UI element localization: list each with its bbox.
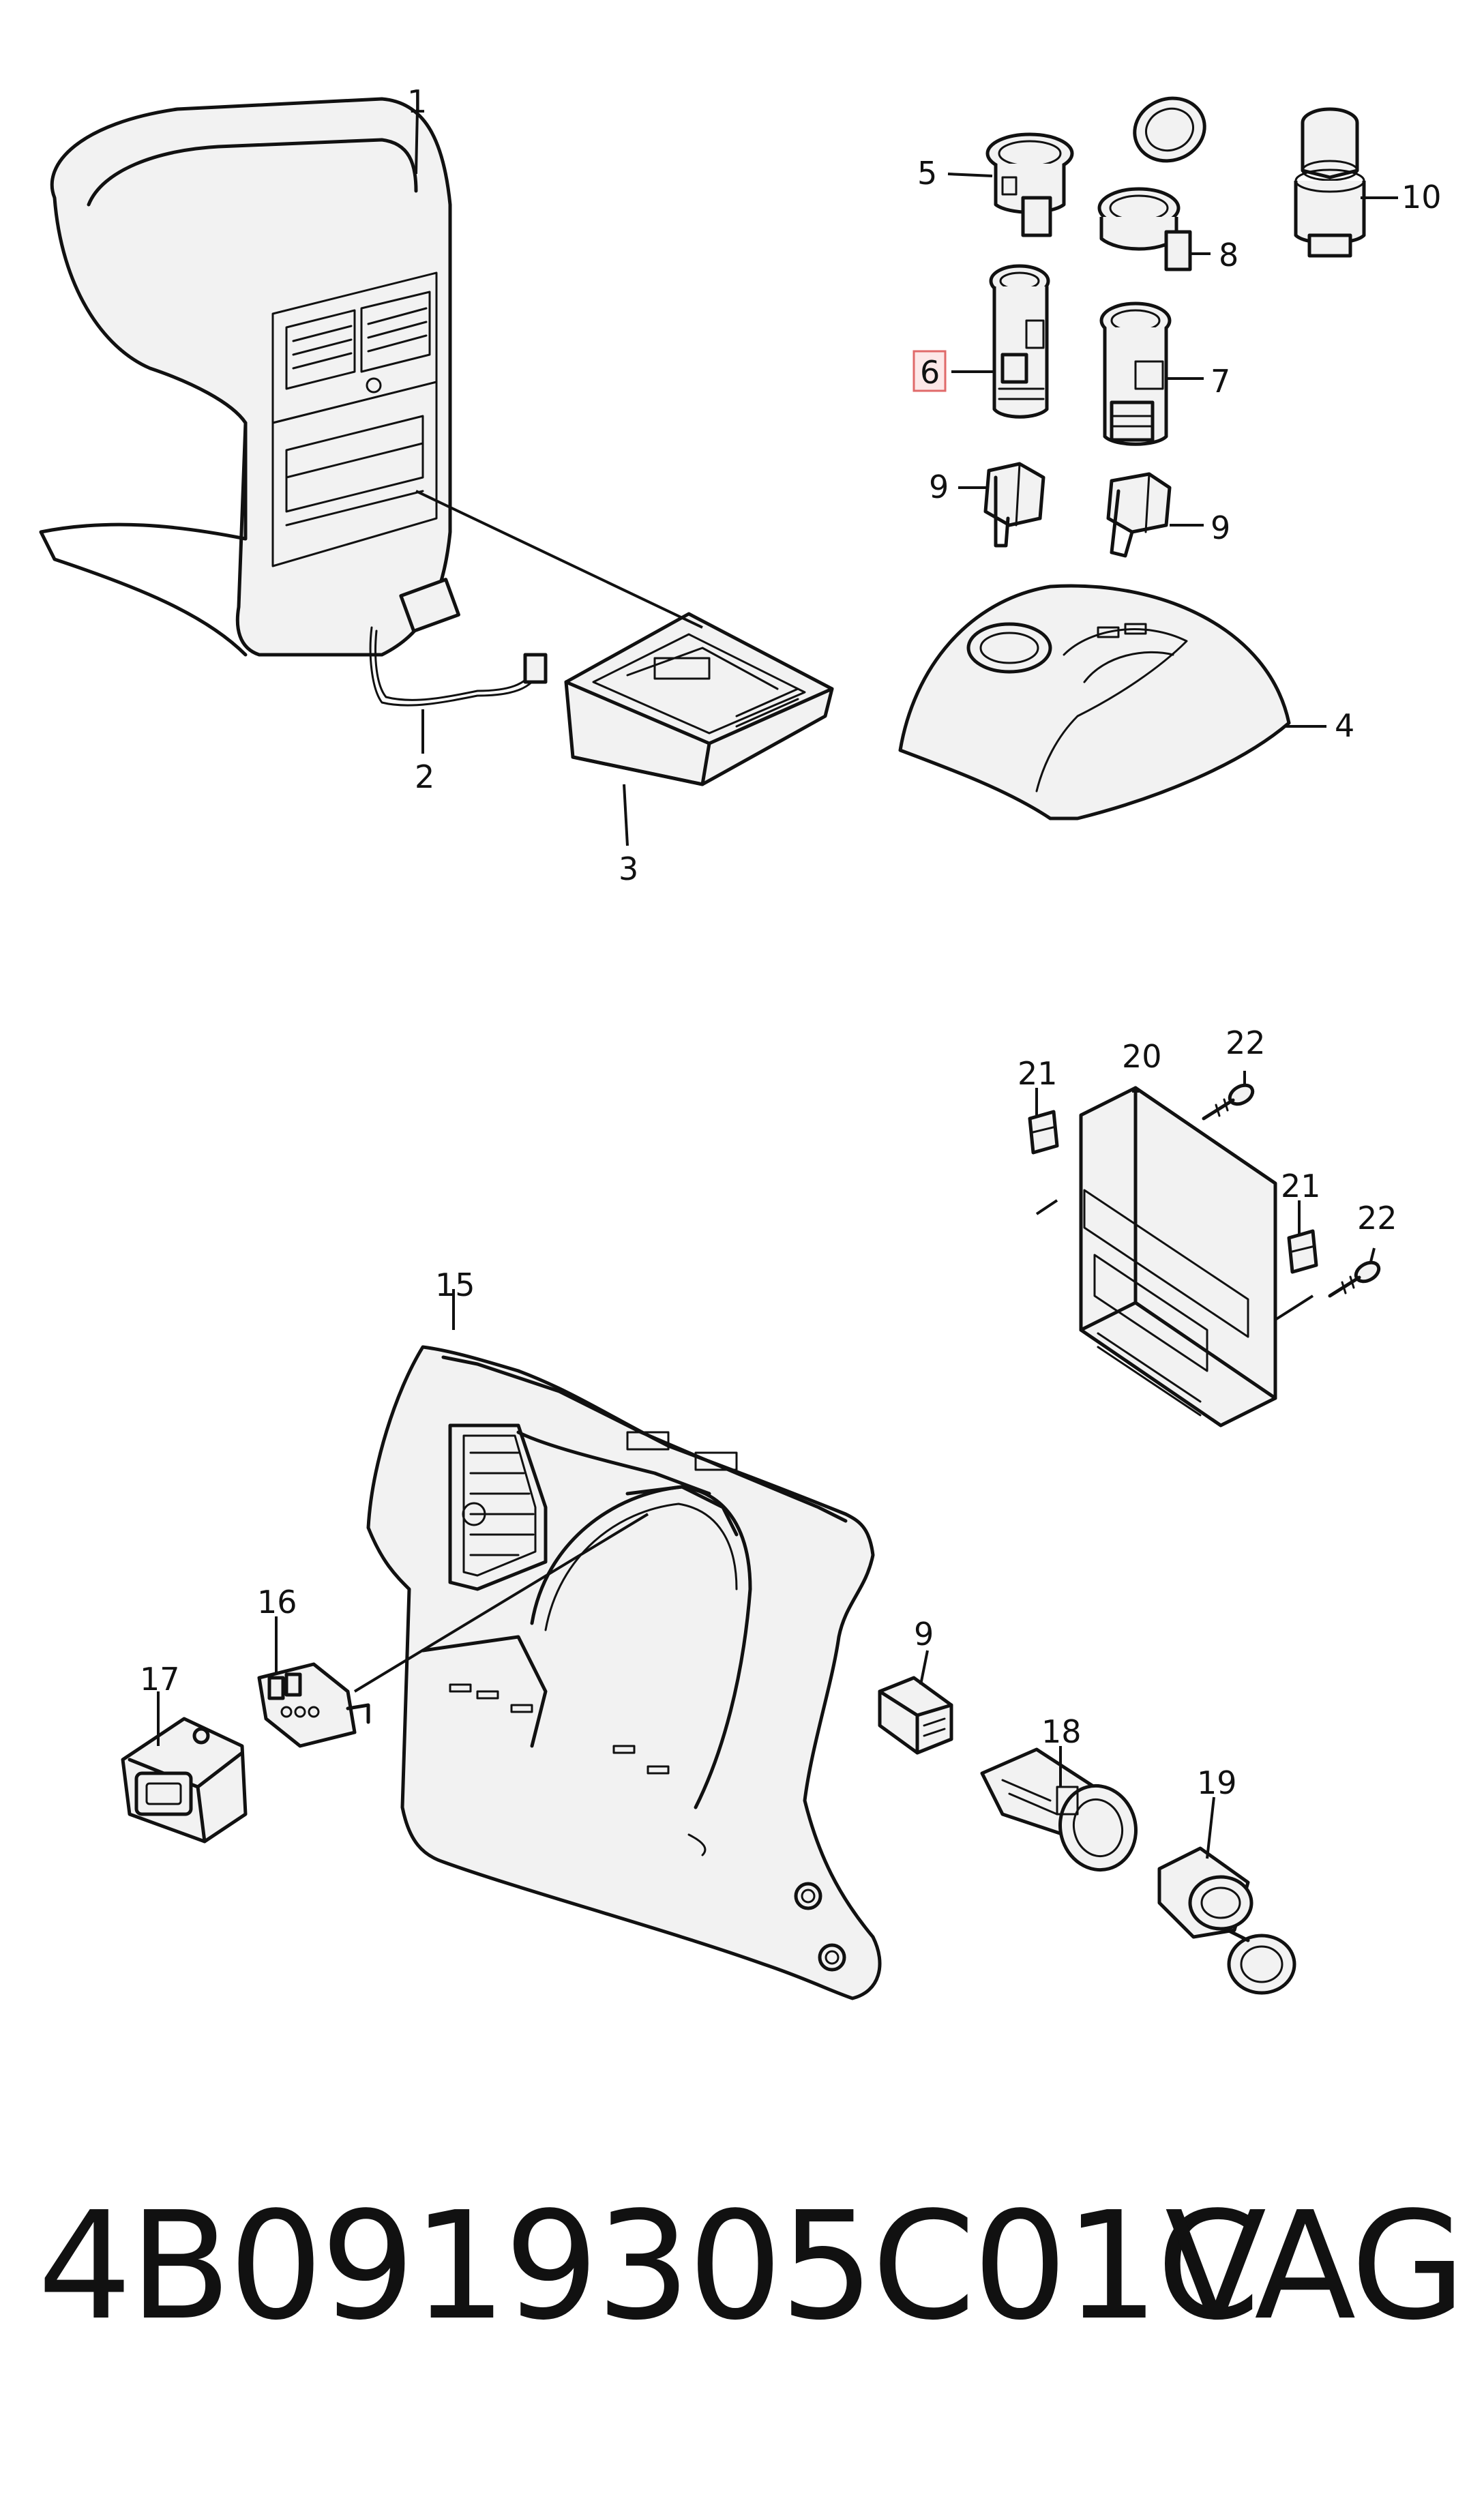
callout-10[interactable]: 10 xyxy=(1401,179,1442,216)
callout-3[interactable]: 3 xyxy=(619,850,638,887)
part-4-socket-cover xyxy=(898,584,1291,820)
part-9-connector-c xyxy=(878,1676,953,1755)
leader-lines xyxy=(157,108,1398,1859)
callout-9-b[interactable]: 9 xyxy=(1211,509,1230,546)
callout-22-a[interactable]: 22 xyxy=(1226,1024,1266,1061)
part-1-rear-console-panel xyxy=(39,97,452,657)
part-20-control-module xyxy=(1079,1086,1277,1427)
part-22-screw-a xyxy=(1202,1083,1255,1121)
callout-1[interactable]: 1 xyxy=(407,83,427,120)
callout-2[interactable]: 2 xyxy=(415,758,434,795)
callout-4[interactable]: 4 xyxy=(1335,707,1354,744)
part-8-socket-with-cap xyxy=(1097,96,1206,271)
part-2-wiring-harness xyxy=(369,578,548,707)
part-22-screw-b xyxy=(1328,1260,1381,1298)
callout-19[interactable]: 19 xyxy=(1197,1764,1237,1801)
part-21-clip-a xyxy=(1028,1110,1059,1155)
part-6-socket-insert xyxy=(989,264,1050,419)
part-16-connector xyxy=(257,1662,370,1748)
part-15-side-trim xyxy=(366,1345,882,2000)
callout-labels: 1 2 3 4 5 6 7 8 9 9 9 10 15 16 17 18 19 … xyxy=(140,83,1442,1801)
part-3-storage-tray xyxy=(564,612,834,786)
callout-20[interactable]: 20 xyxy=(1122,1038,1162,1075)
part-7-socket-insert xyxy=(1099,301,1172,446)
part-18-socket xyxy=(980,1747,1138,1872)
part-9-connector-b xyxy=(1106,472,1172,558)
part-number-caption: 4B0919305C01C xyxy=(38,2180,1260,2353)
part-9-connector-a xyxy=(983,462,1045,548)
callout-21-b[interactable]: 21 xyxy=(1281,1168,1321,1204)
callout-18[interactable]: 18 xyxy=(1041,1713,1082,1750)
callout-15[interactable]: 15 xyxy=(435,1267,475,1303)
callout-21-a[interactable]: 21 xyxy=(1018,1055,1058,1092)
callout-5[interactable]: 5 xyxy=(917,155,937,192)
callout-8[interactable]: 8 xyxy=(1219,237,1238,273)
brand-caption: VAG xyxy=(1165,2180,1466,2353)
callout-17[interactable]: 17 xyxy=(140,1661,180,1698)
callout-16[interactable]: 16 xyxy=(257,1584,297,1621)
callout-22-b[interactable]: 22 xyxy=(1357,1200,1397,1237)
callout-6[interactable]: 6 xyxy=(920,354,940,391)
part-17-switch xyxy=(121,1717,248,1844)
callout-9-a[interactable]: 9 xyxy=(929,469,949,505)
part-19-socket-with-cap xyxy=(1157,1846,1296,1995)
part-5-socket-ring xyxy=(985,132,1074,237)
part-10-lighter xyxy=(1294,107,1366,258)
callout-9-c[interactable]: 9 xyxy=(914,1616,934,1653)
callout-7[interactable]: 7 xyxy=(1211,363,1230,400)
callout-6-highlight xyxy=(912,350,947,392)
part-21-clip-b xyxy=(1287,1229,1318,1274)
